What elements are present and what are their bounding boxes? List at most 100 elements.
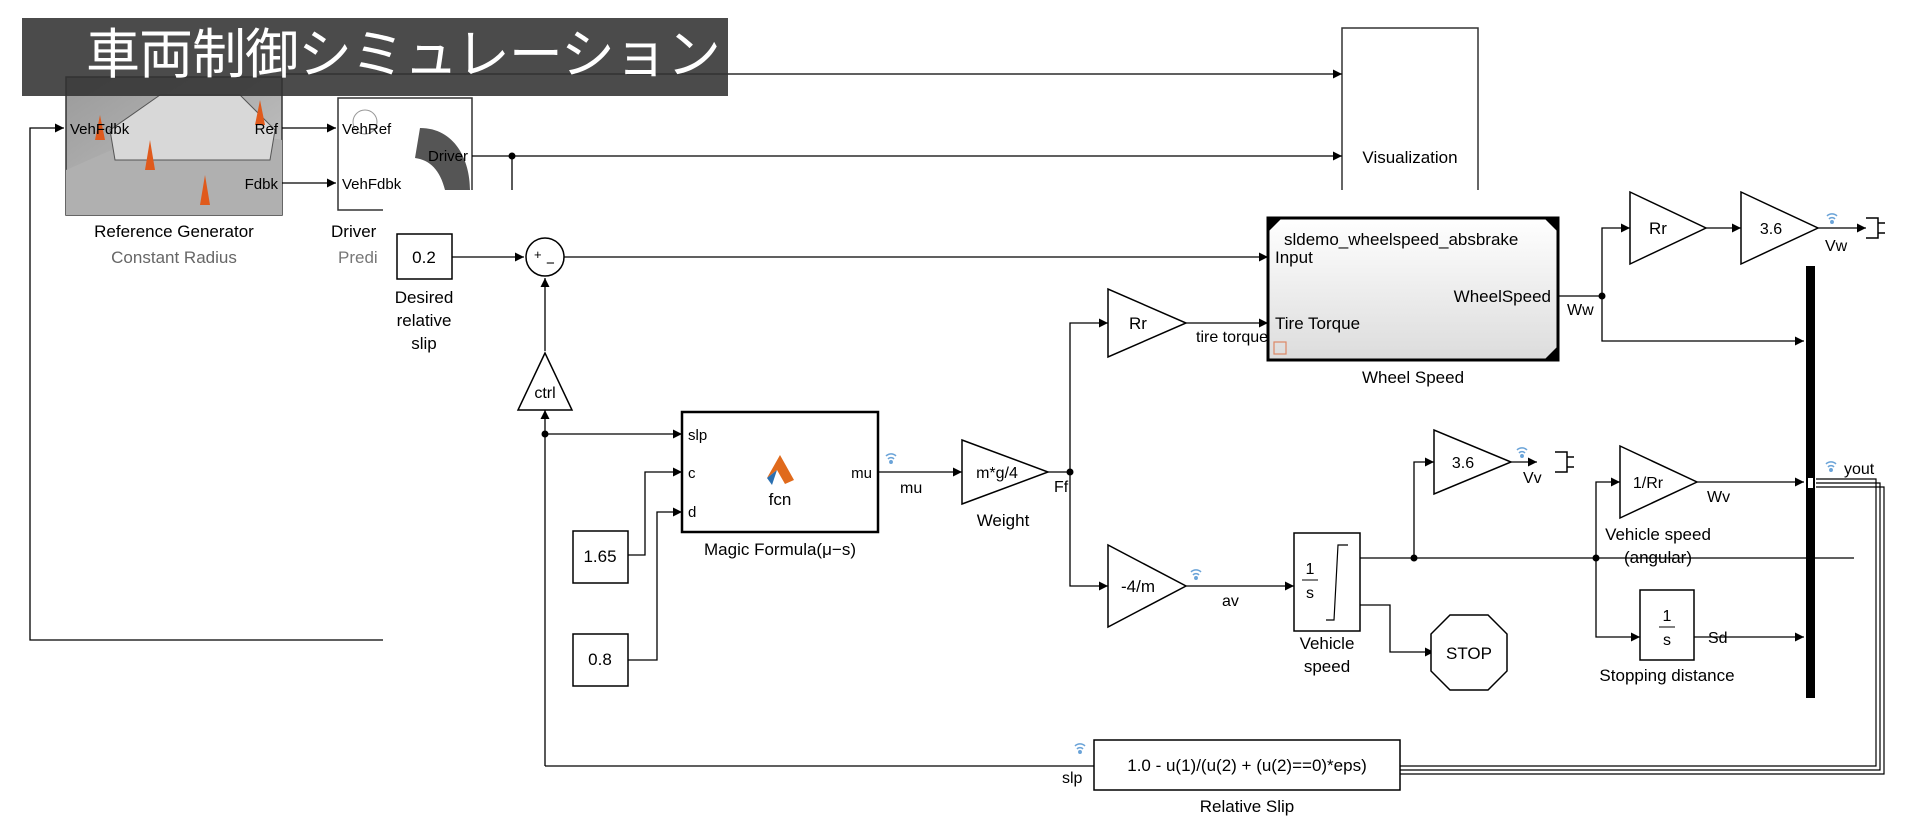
outport-label: Fdbk: [245, 176, 279, 193]
outport-label: Ref: [255, 121, 279, 138]
block-name: Magic Formula(μ−s): [704, 540, 856, 559]
terminator-vv[interactable]: [1555, 451, 1574, 473]
stop-block[interactable]: STOP: [1430, 614, 1508, 691]
block-name: Weight: [977, 511, 1030, 530]
signal-logging-icon: [885, 453, 897, 464]
block-name-line: Vehicle: [1300, 634, 1355, 653]
rr-torque-gain-block[interactable]: Rr: [1107, 287, 1188, 359]
block-name-line: relative: [397, 311, 452, 330]
block-name: Wheel Speed: [1362, 368, 1464, 387]
integrator-den: s: [1663, 632, 1671, 649]
signal-slp-label: slp: [1062, 770, 1083, 787]
block-mode: Constant Radius: [111, 248, 237, 267]
integrator-num: 1: [1663, 608, 1672, 625]
page-title: 車両制御シミュレーション: [86, 23, 721, 86]
constant-value: 0.8: [588, 650, 612, 669]
title-bar: [22, 18, 728, 96]
outport-label: Driver: [428, 148, 468, 165]
function-label: fcn: [769, 490, 792, 509]
gain-label: Rr: [1129, 314, 1147, 333]
signal-logging-icon: [1825, 461, 1837, 472]
inport-label: slp: [688, 427, 707, 444]
block-name-line: Desired: [395, 288, 454, 307]
block-name-line: (angular): [1624, 548, 1692, 567]
rr-out-gain-block[interactable]: Rr: [1629, 190, 1708, 266]
signal-wv-label: Wv: [1707, 489, 1730, 506]
vehicle-speed-integrator[interactable]: 1 s: [1293, 532, 1361, 632]
inport-label: VehFdbk: [70, 121, 130, 138]
matlab-icon-shade: [767, 470, 777, 485]
inport-label: c: [688, 465, 696, 482]
block-name: Stopping distance: [1599, 666, 1734, 685]
inport-label: VehFdbk: [342, 176, 402, 193]
decel-gain-block[interactable]: -4/m: [1107, 543, 1188, 629]
gain-label: ctrl: [534, 385, 555, 402]
signal-labels: mu Ff tire torque Ww Vw Vv Wv av Sd slp …: [900, 238, 1875, 787]
weight-gain-block[interactable]: m*g/4: [961, 438, 1051, 506]
integrator-num: 1: [1306, 561, 1315, 578]
stop-label: STOP: [1446, 644, 1492, 663]
block-name-line: speed: [1304, 657, 1350, 676]
logging-icons: [885, 213, 1838, 754]
outport-label: WheelSpeed: [1454, 287, 1551, 306]
model-ref-name: sldemo_wheelspeed_absbrake: [1284, 230, 1518, 249]
sum-block[interactable]: + −: [525, 237, 565, 277]
gain-label: 1/Rr: [1633, 475, 1664, 492]
kmh-gain-vw-block[interactable]: 3.6: [1740, 190, 1820, 266]
block-name-line: Vehicle speed: [1605, 525, 1711, 544]
cone-icon: [145, 140, 155, 170]
abs-model-panel: [383, 190, 1920, 830]
signal-vw-label: Vw: [1825, 238, 1848, 255]
kmh-gain-vv-block[interactable]: 3.6: [1433, 428, 1513, 496]
signal-sd-label: Sd: [1708, 630, 1728, 647]
block-mode: Predi: [338, 248, 378, 267]
mux-block[interactable]: [1806, 266, 1815, 698]
block-name: Driver: [331, 222, 377, 241]
constant-value: 1.65: [583, 547, 616, 566]
cone-icon: [255, 100, 265, 125]
signal-av-label: av: [1222, 593, 1239, 610]
constant-c-block[interactable]: 1.65: [572, 530, 629, 584]
outport-label: mu: [851, 465, 872, 482]
magic-formula-block[interactable]: slp c d mu fcn: [680, 410, 880, 534]
stopping-distance-integrator[interactable]: 1 s: [1639, 589, 1695, 661]
gain-label: Rr: [1649, 219, 1667, 238]
relative-slip-block[interactable]: 1.0 - u(1)/(u(2) + (u(2)==0)*eps): [1093, 739, 1401, 791]
driver-head-icon: [352, 109, 378, 135]
inport-label: Input: [1275, 248, 1313, 267]
signal-mu-label: mu: [900, 480, 922, 497]
block-name: Reference Generator: [94, 222, 254, 241]
block-name: Visualization: [1362, 148, 1457, 167]
reference-generator-block[interactable]: VehFdbk Ref Fdbk: [65, 76, 283, 216]
constant-d-block[interactable]: 0.8: [572, 633, 629, 687]
desired-slip-constant[interactable]: 0.2: [396, 233, 453, 280]
wheel-speed-block[interactable]: sldemo_wheelspeed_absbrake Input Tire To…: [1266, 216, 1560, 362]
visualization-block[interactable]: Visualization: [1341, 27, 1479, 193]
steering-wheel-icon: [415, 128, 470, 190]
block-name-line: slip: [411, 334, 437, 353]
signal-tire-torque-label: tire torque: [1196, 329, 1268, 346]
saturation-icon: [1326, 544, 1348, 621]
signal-logging-icon: [1190, 569, 1202, 580]
signal-ww-label: Ww: [1567, 302, 1594, 319]
abs-model: 0.2 Desired relative slip + − ctrl sldem…: [395, 190, 1885, 816]
signal-vv-label: Vv: [1523, 470, 1542, 487]
driver-block[interactable]: VehRef VehFdbk Driver: [337, 97, 473, 211]
background-model: VehFdbk Ref Fdbk Reference Generator Con…: [29, 27, 1479, 641]
gain-label: 3.6: [1760, 221, 1782, 238]
matlab-icon: [767, 455, 794, 484]
signal-yout-label: yout: [1844, 461, 1875, 478]
block-name: Relative Slip: [1200, 797, 1295, 816]
gain-label: 3.6: [1452, 455, 1474, 472]
inv-rr-gain-block[interactable]: 1/Rr: [1619, 444, 1699, 520]
model-ref-icon: [1273, 341, 1287, 355]
constant-value: 0.2: [412, 248, 436, 267]
ctrl-gain-block[interactable]: ctrl: [516, 351, 574, 411]
abs-signal-lines: [452, 223, 1866, 767]
inport-label: Tire Torque: [1275, 314, 1360, 333]
cone-icon: [95, 115, 105, 140]
gain-label: -4/m: [1121, 577, 1155, 596]
terminator-vw[interactable]: [1866, 217, 1885, 239]
